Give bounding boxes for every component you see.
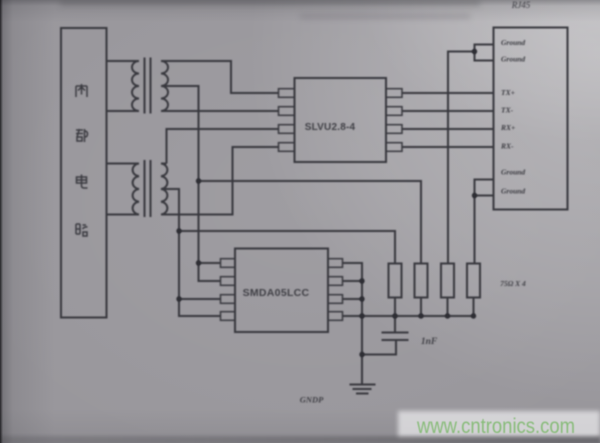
svg-text:RX-: RX- [500,142,514,151]
svg-text:Ground: Ground [501,168,525,177]
svg-text:GNDP: GNDP [300,395,324,405]
svg-text:SMDA05LCC: SMDA05LCC [243,287,310,299]
svg-text:RJ45: RJ45 [511,0,531,10]
svg-text:Ground: Ground [501,55,525,64]
svg-text:TX+: TX+ [501,88,515,97]
svg-text:Ground: Ground [501,38,525,47]
svg-text:RX+: RX+ [500,123,515,132]
svg-text:SLVU2.8-4: SLVU2.8-4 [305,122,356,133]
svg-text:TX-: TX- [501,106,514,115]
svg-text:Ground: Ground [501,187,525,196]
svg-text:1nF: 1nF [421,337,438,347]
svg-text:www.cntronics.com: www.cntronics.com [416,415,575,438]
svg-text:75Ω X 4: 75Ω X 4 [500,279,526,288]
